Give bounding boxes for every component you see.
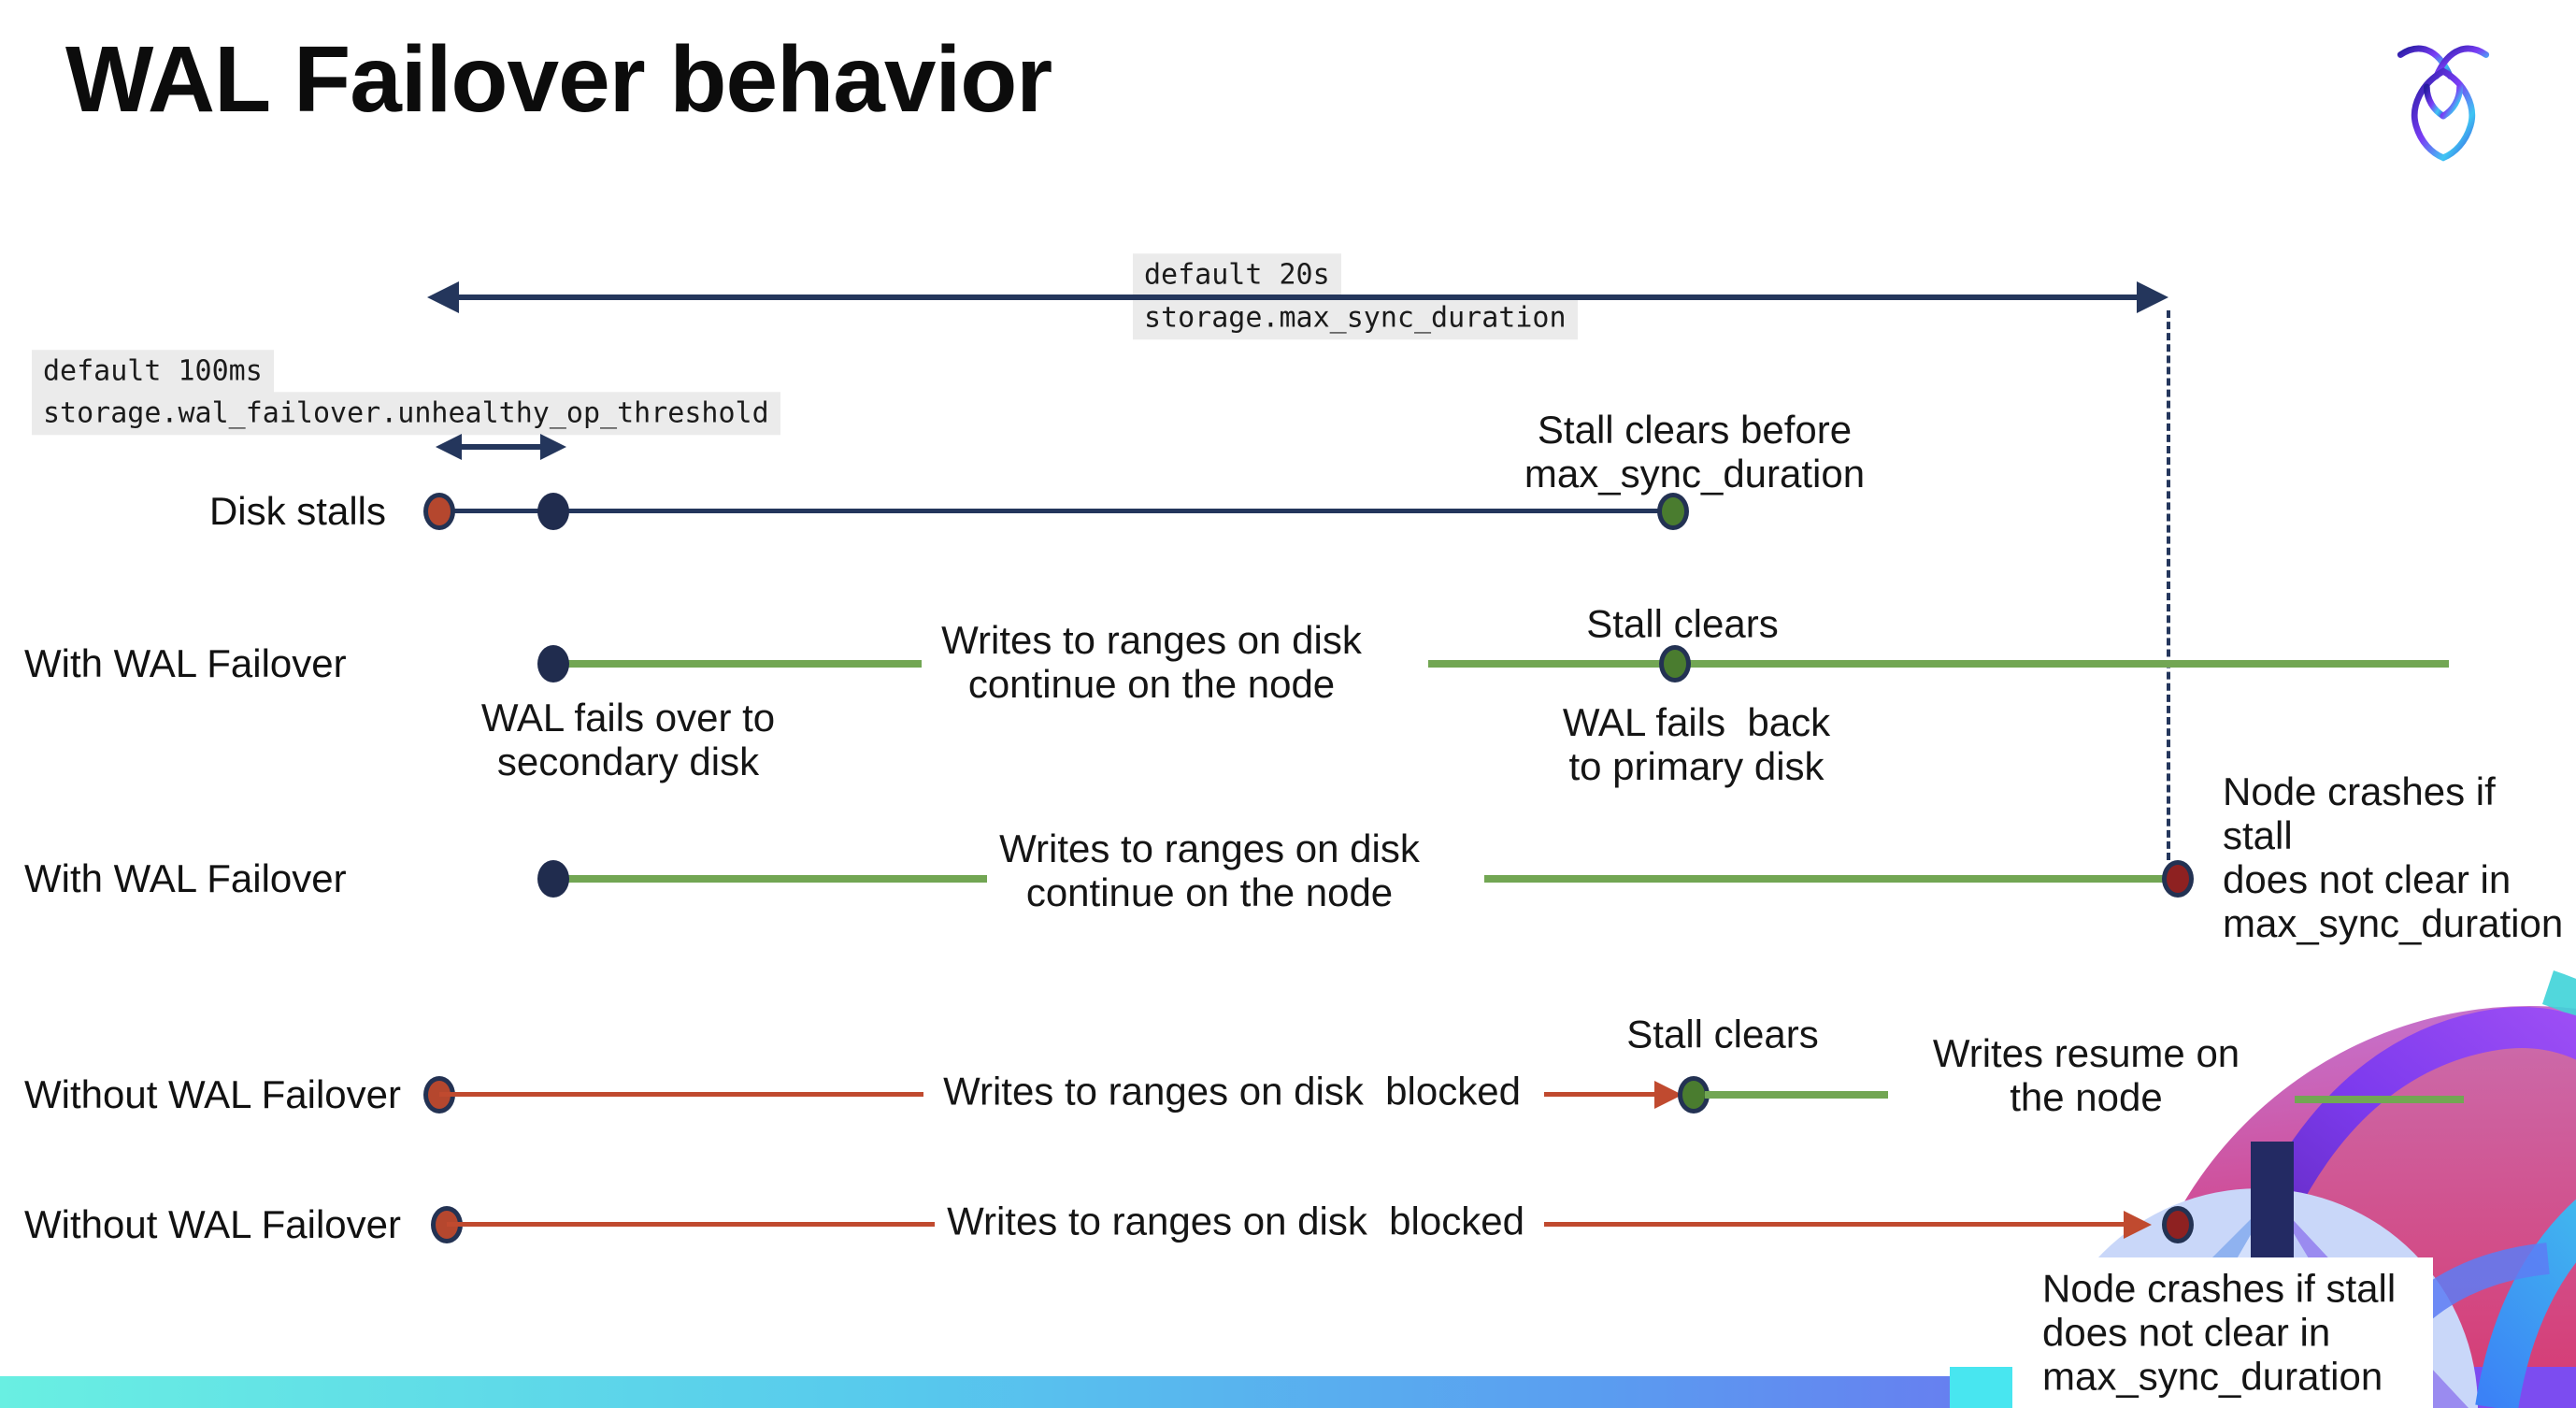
row2-failover-dot: [537, 645, 569, 682]
node-crashes-callout-box: [2012, 1257, 2433, 1408]
row4-writes-blocked-note: Writes to ranges on disk blocked: [943, 1069, 1521, 1113]
threshold-span-line: [456, 444, 546, 450]
max-sync-setting-chip: storage.max_sync_duration: [1133, 296, 1578, 339]
row5-node-crashes-note: Node crashes if stall does not clear in …: [2042, 1266, 2397, 1399]
row5-red-segment-2: [1544, 1222, 2125, 1227]
row5-red-arrowhead-icon: [2124, 1211, 2152, 1239]
max-sync-arrow-right-icon: [2137, 281, 2168, 313]
max-sync-deadline-dashed-line: [2167, 310, 2170, 860]
max-sync-arrow-left-icon: [427, 281, 459, 313]
row2-stall-clears-dot: [1659, 645, 1691, 682]
row5-writes-blocked-note: Writes to ranges on disk blocked: [947, 1199, 1524, 1243]
max-sync-default-chip: default 20s: [1133, 253, 1341, 296]
threshold-default-chip: default 100ms: [32, 350, 274, 393]
row1-stall-clears-dot: [1657, 493, 1689, 530]
row1-threshold-dot: [537, 493, 569, 530]
row3-node-crashes-note: Node crashes if stall does not clear in …: [2223, 769, 2564, 946]
row4-red-segment-1: [439, 1092, 923, 1097]
threshold-arrow-right-icon: [540, 434, 566, 460]
row-label-with-wal-failover-1: With WAL Failover: [24, 641, 347, 685]
row5-crash-dot: [2162, 1206, 2194, 1243]
row-label-disk-stalls: Disk stalls: [208, 489, 386, 533]
row1-stall-start-dot: [423, 493, 455, 530]
threshold-arrow-left-icon: [436, 434, 462, 460]
row1-stall-clears-note: Stall clears before max_sync_duration: [1524, 407, 1866, 496]
row1-timeline: [439, 509, 1673, 513]
row4-stall-clears-note: Stall clears: [1626, 1012, 1819, 1056]
row3-green-segment-1: [553, 875, 987, 883]
row2-green-segment-2: [1428, 660, 2449, 668]
max-sync-duration-span-line: [439, 295, 2159, 300]
row3-writes-continue-note: Writes to ranges on disk continue on the…: [999, 826, 1420, 914]
row-label-with-wal-failover-2: With WAL Failover: [24, 856, 347, 900]
row3-crash-dot: [2162, 860, 2194, 898]
row4-green-segment-2: [2295, 1096, 2464, 1103]
page-title: WAL Failover behavior: [65, 27, 1052, 132]
row2-green-segment-1: [553, 660, 922, 668]
row2-stall-clears-note: Stall clears: [1586, 601, 1779, 646]
threshold-setting-chip: storage.wal_failover.unhealthy_op_thresh…: [32, 392, 780, 435]
row4-writes-resume-note: Writes resume on the node: [1932, 1030, 2240, 1119]
row3-failover-dot: [537, 860, 569, 898]
row4-red-segment-2: [1544, 1092, 1658, 1097]
row2-failback-note: WAL fails back to primary disk: [1562, 699, 1831, 788]
row2-writes-continue-note: Writes to ranges on disk continue on the…: [941, 617, 1362, 706]
row2-failover-note: WAL fails over to secondary disk: [480, 695, 776, 783]
row-label-without-wal-failover-2: Without WAL Failover: [24, 1202, 401, 1246]
cockroachdb-logo-icon: [2397, 45, 2490, 162]
row4-green-segment-1: [1705, 1091, 1888, 1099]
row3-green-segment-2: [1484, 875, 2170, 883]
row5-red-segment-1: [447, 1222, 935, 1227]
row-label-without-wal-failover-1: Without WAL Failover: [24, 1072, 401, 1116]
